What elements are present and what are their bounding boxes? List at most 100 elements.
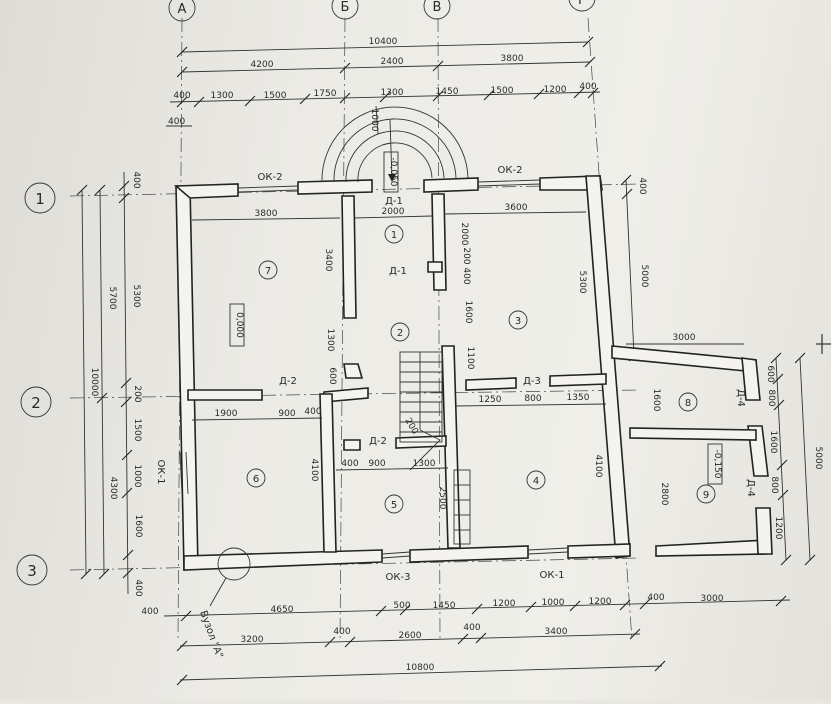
window-ok1-bottom: [527, 547, 569, 551]
svg-text:1450: 1450: [436, 87, 459, 97]
window-label-ok1-bottom: ОК-1: [540, 570, 565, 581]
wall-annex-right-c: [755, 507, 773, 555]
window-ok3-bottom: [381, 551, 411, 555]
axis-bubble-v: В: [423, 0, 451, 20]
svg-text:4650: 4650: [271, 605, 294, 615]
svg-text:10000: 10000: [89, 368, 99, 397]
svg-text:Вузол "А": Вузол "А": [197, 609, 224, 660]
room-9: 9: [696, 484, 716, 504]
svg-text:2400: 2400: [381, 57, 404, 67]
svg-text:Б: Б: [341, 0, 350, 15]
svg-text:5300: 5300: [577, 271, 587, 294]
svg-text:1350: 1350: [567, 393, 590, 403]
door-label-d4-lower: Д-4: [745, 479, 756, 497]
wall-partition-2: [431, 193, 447, 291]
svg-text:1900: 1900: [215, 409, 238, 419]
svg-text:9: 9: [703, 490, 709, 501]
window-labels: ОК-2 ОК-2 ОК-1 ОК-3 ОК-1: [155, 165, 564, 583]
wall-partition-3: [343, 363, 364, 379]
door-label-d1: Д-1: [389, 266, 407, 277]
svg-text:5700: 5700: [107, 287, 117, 310]
svg-text:1250: 1250: [479, 395, 502, 405]
svg-text:5000: 5000: [813, 447, 823, 470]
wall-top-porch: [423, 177, 479, 193]
svg-text:800: 800: [769, 476, 779, 493]
svg-text:3400: 3400: [323, 249, 333, 272]
svg-text:10400: 10400: [369, 37, 398, 47]
axis-line-a: [177, 17, 183, 641]
svg-text:800: 800: [766, 389, 776, 406]
wall-partition-12: [427, 261, 443, 273]
svg-text:400: 400: [141, 607, 158, 617]
svg-text:4: 4: [533, 476, 539, 487]
wall-bottom-mid: [409, 545, 529, 563]
wall-partition-7: [441, 345, 461, 549]
svg-text:400: 400: [173, 91, 190, 101]
svg-text:1200: 1200: [773, 517, 783, 540]
svg-text:1600: 1600: [768, 431, 778, 454]
room-4: 4: [526, 470, 546, 490]
svg-text:200 400: 200 400: [461, 247, 471, 284]
svg-text:500: 500: [393, 601, 410, 611]
svg-text:3: 3: [515, 316, 521, 327]
svg-text:3600: 3600: [505, 203, 528, 213]
svg-text:-0,050: -0,050: [388, 157, 398, 186]
window-label-ok2-right: ОК-2: [498, 165, 523, 176]
section-cut-marker: [816, 334, 831, 354]
svg-text:3400: 3400: [545, 627, 568, 637]
room-7: 7: [258, 260, 278, 280]
svg-text:200: 200: [132, 385, 142, 402]
svg-text:1500: 1500: [264, 91, 287, 101]
room-5: 5: [384, 494, 404, 514]
wall-top-left: [173, 183, 239, 199]
axis-line-g: [587, 17, 633, 641]
svg-text:1500: 1500: [491, 86, 514, 96]
svg-text:5000: 5000: [639, 265, 649, 288]
bottom-dimensions: 400 4650 500 1450 1200 1000 1200 400 300…: [141, 593, 791, 686]
svg-text:1100: 1100: [465, 347, 475, 370]
svg-text:1750: 1750: [314, 89, 337, 99]
svg-text:1450: 1450: [433, 601, 456, 611]
wall-top-mid: [297, 179, 373, 195]
svg-text:400: 400: [579, 82, 596, 92]
wall-annex-bottom: [655, 539, 767, 557]
svg-text:1300: 1300: [325, 329, 335, 352]
room-2: 2: [390, 322, 410, 342]
axis-bubble-3: 3: [16, 554, 48, 586]
svg-text:1500: 1500: [132, 419, 142, 442]
svg-text:1: 1: [391, 230, 397, 241]
door-label-d2-lower: Д-2: [369, 436, 387, 447]
window-label-ok2-left: ОК-2: [258, 172, 283, 183]
door-labels: Д-1 Д-1 Д-2 Д-2 Д-3 Д-4 Д-4: [279, 196, 756, 497]
svg-text:2: 2: [31, 394, 41, 412]
svg-text:3000: 3000: [701, 594, 724, 604]
svg-text:2800: 2800: [659, 483, 669, 506]
svg-text:600: 600: [327, 367, 337, 384]
axis-bubble-1: 1: [24, 182, 56, 214]
window-ok2-left: [237, 185, 299, 189]
svg-text:400: 400: [647, 593, 664, 603]
svg-text:400: 400: [333, 627, 350, 637]
svg-text:2000: 2000: [459, 223, 469, 246]
svg-text:1300: 1300: [381, 88, 404, 98]
window-label-ok3: ОК-3: [386, 572, 411, 583]
door-label-d1-entry: Д-1: [385, 196, 403, 207]
wall-bottom-left: [183, 549, 383, 571]
wall-annex-right-a: [741, 357, 761, 401]
wall-partition-9: [549, 373, 607, 387]
door-label-d4-upper: Д-4: [735, 389, 746, 407]
axis-bubble-b: Б: [331, 0, 359, 20]
right-dimensions: 400 5000 600 800 1600 800 1200 5000: [620, 174, 823, 566]
svg-text:4300: 4300: [108, 477, 118, 500]
svg-text:1600: 1600: [651, 389, 661, 412]
level-mark-porch: -0,050: [383, 151, 399, 193]
svg-text:900: 900: [368, 459, 385, 469]
svg-text:200: 200: [402, 417, 419, 437]
axis-bubble-g: Г: [568, 0, 596, 12]
svg-text:Г: Г: [578, 0, 586, 8]
wall-left: [175, 185, 199, 571]
svg-text:3200: 3200: [241, 635, 264, 645]
window-ok2-right: [477, 179, 541, 183]
axis-bubble-2: 2: [20, 386, 52, 418]
svg-text:1300: 1300: [413, 459, 436, 469]
